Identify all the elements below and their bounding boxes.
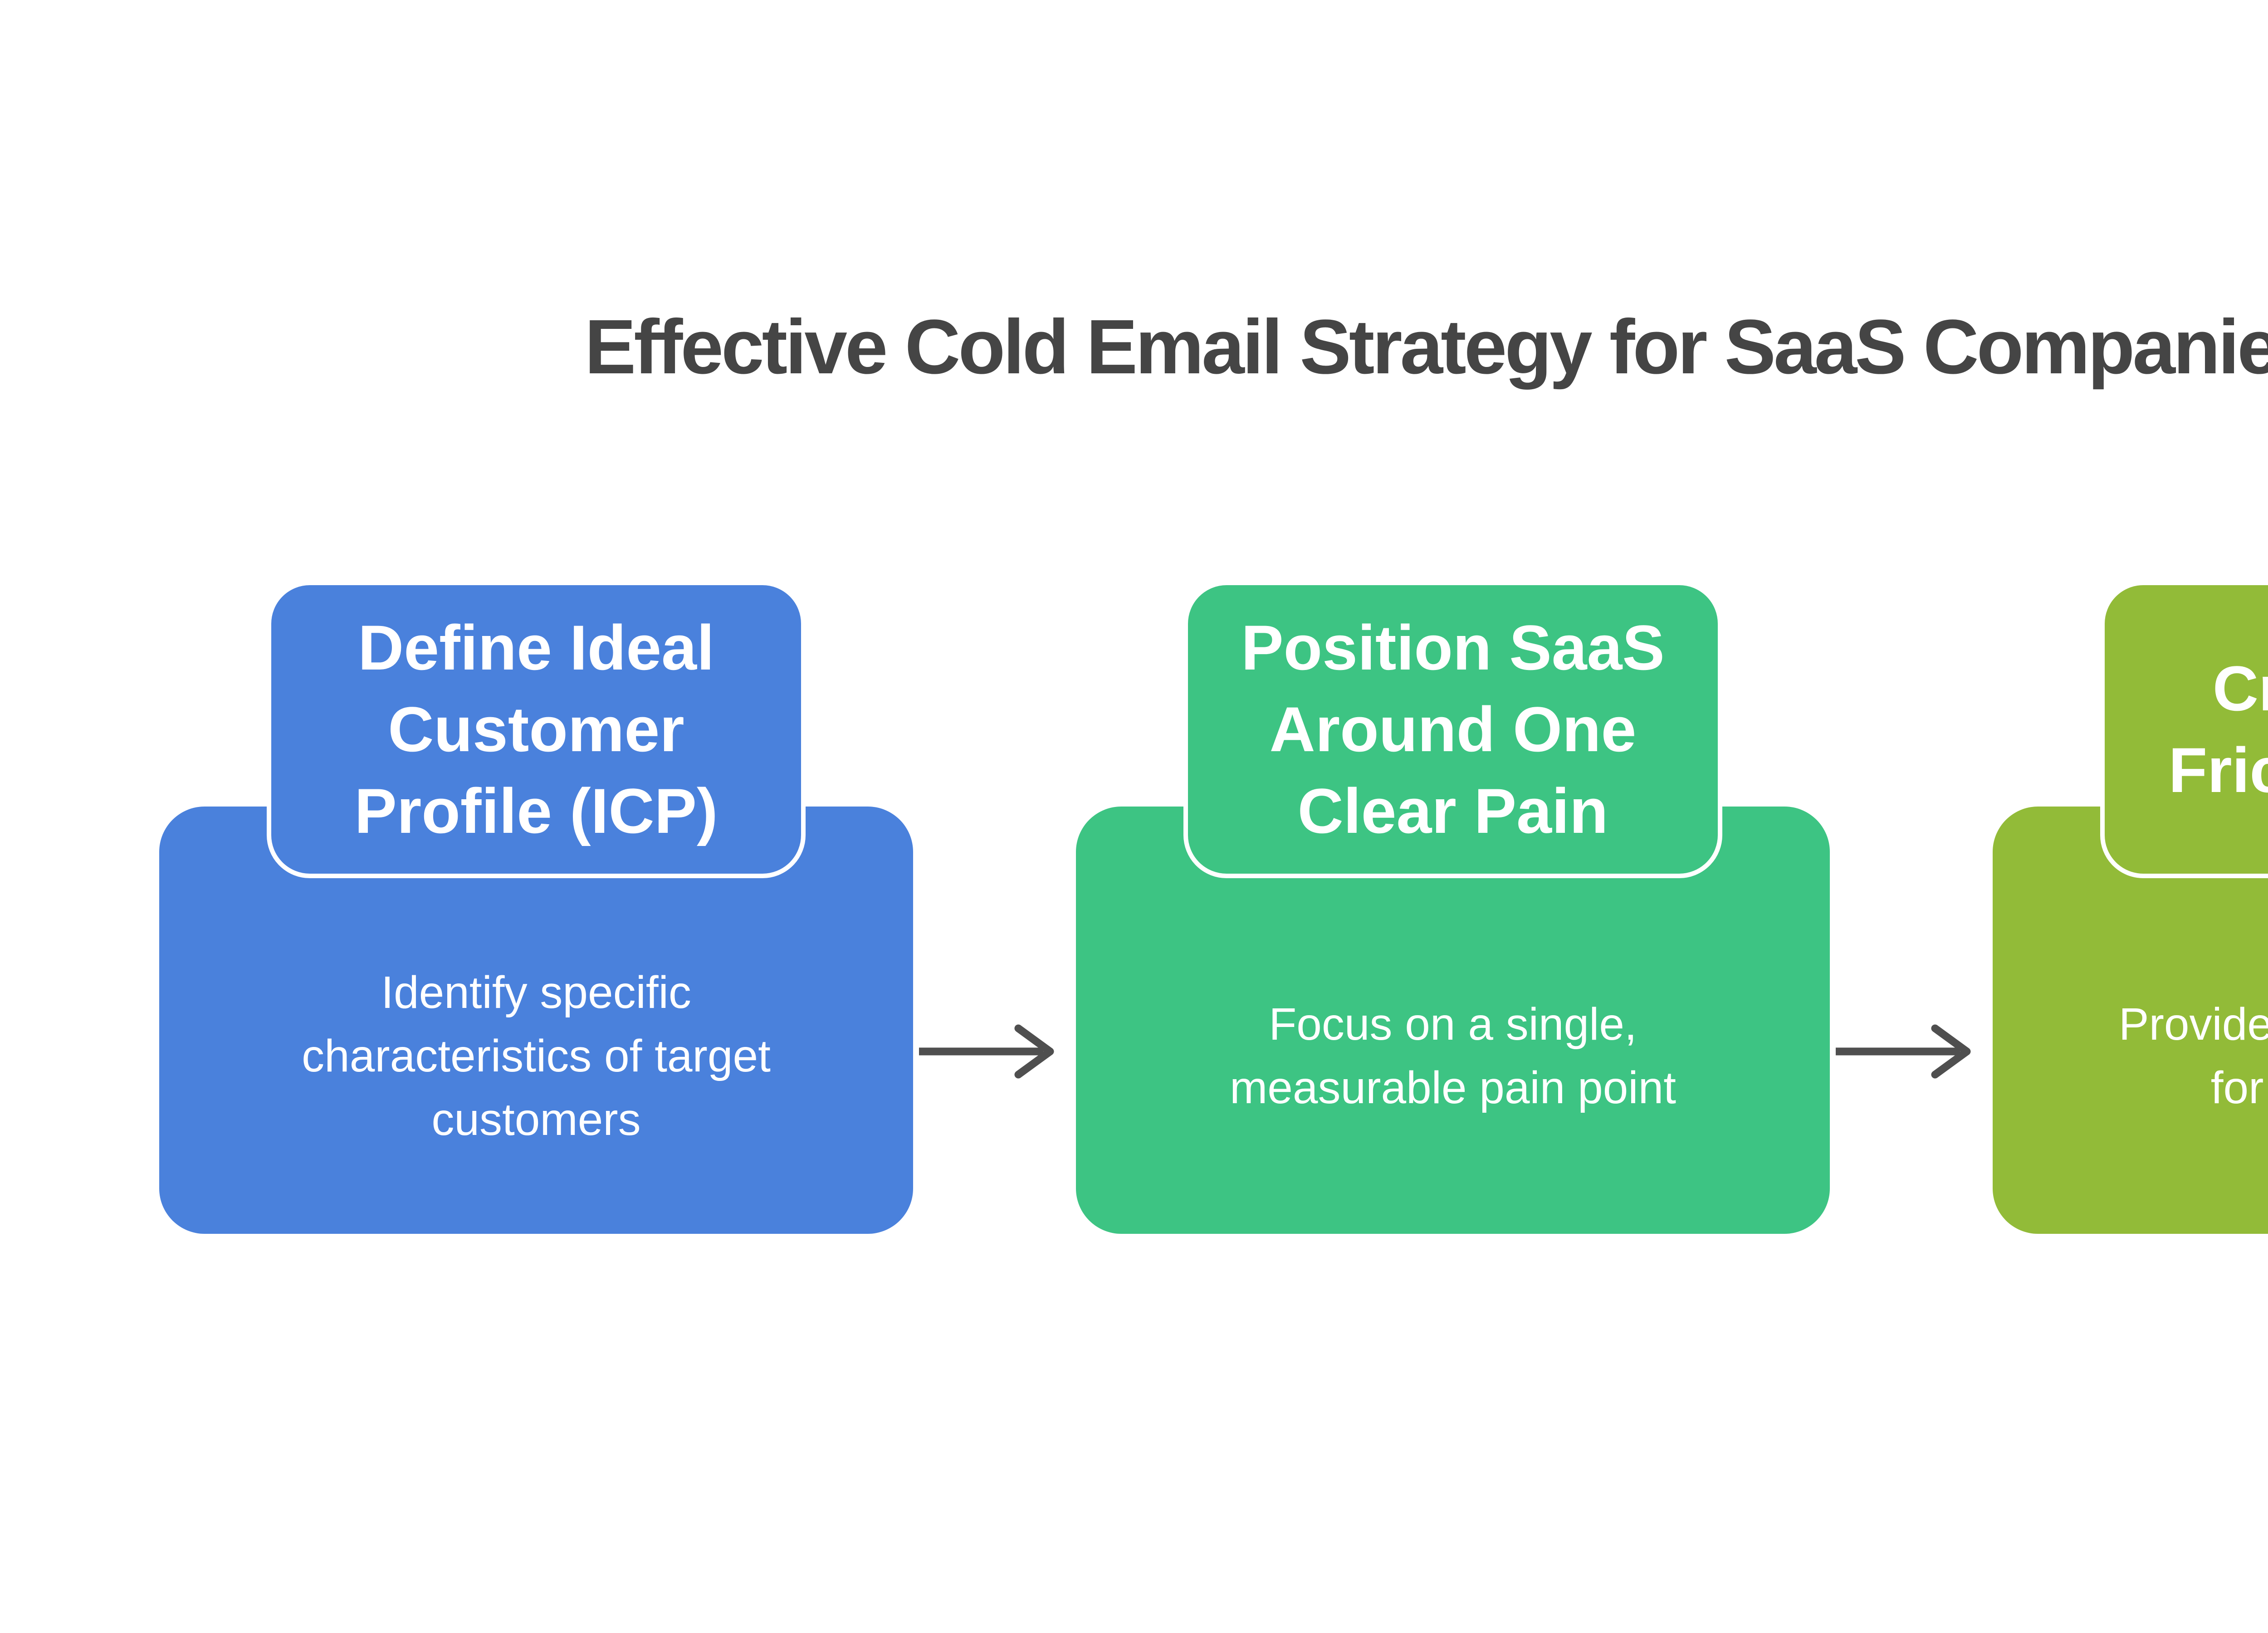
description-line: Focus on a single, [1269,999,1637,1050]
description-line: customers [431,1094,641,1145]
heading-line: Define Ideal [358,612,714,683]
flow-arrow-right-icon [1836,1024,1971,1079]
description-line: measurable pain point [1230,1062,1676,1113]
flow-arrow-right-icon [919,1024,1054,1079]
heading-line: Around One [1269,694,1637,765]
step-2-description-text: Focus on a single, measurable pain point [1230,993,1676,1120]
description-line: characteristics of target [302,1031,771,1081]
step-2-description: Focus on a single, measurable pain point [1112,878,1794,1234]
step-1-heading-box: Define Ideal Customer Profile (ICP) [267,581,806,878]
step-card-2: Position SaaS Around One Clear Pain Focu… [1076,581,1830,1234]
step-3-heading-box: Craft Low- Friction Offer [2100,581,2268,878]
heading-line: Craft Low- [2212,653,2268,724]
step-3-heading: Craft Low- Friction Offer [2169,648,2268,811]
heading-line: Friction Offer [2168,734,2268,806]
step-1-description: Identify specific characteristics of tar… [196,878,877,1234]
page-title: Effective Cold Email Strategy for SaaS C… [584,304,2268,390]
heading-line: Profile (ICP) [354,775,718,846]
step-1-heading: Define Ideal Customer Profile (ICP) [354,607,718,852]
step-card-3: Craft Low- Friction Offer Provide a soft… [1993,581,2268,1234]
heading-line: Customer [388,694,684,765]
step-1-description-text: Identify specific characteristics of tar… [302,961,771,1151]
description-line: for engagement [2210,1062,2268,1113]
step-card-1: Define Ideal Customer Profile (ICP) Iden… [159,581,913,1234]
description-line: Identify specific [381,967,691,1018]
step-2-heading-box: Position SaaS Around One Clear Pain [1183,581,1722,878]
heading-line: Position SaaS [1241,612,1665,683]
heading-line: Clear Pain [1297,775,1608,846]
step-2-heading: Position SaaS Around One Clear Pain [1241,607,1665,852]
